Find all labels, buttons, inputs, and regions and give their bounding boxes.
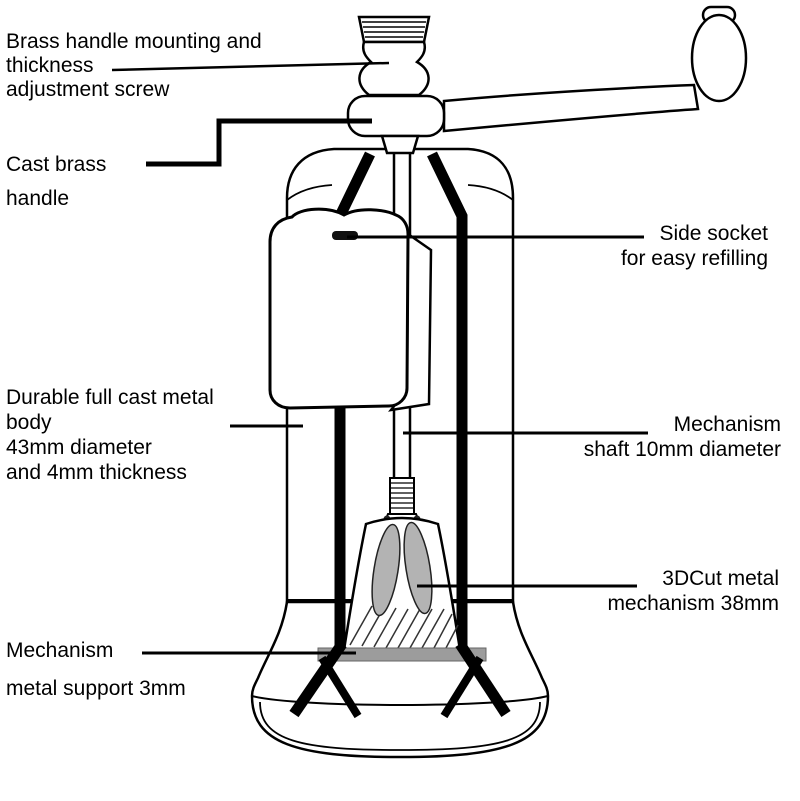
shoulder-seam-left	[286, 184, 333, 201]
adjustment-screw-cap	[357, 15, 431, 44]
label-mechanism: 3DCut metal mechanism 38mm	[607, 566, 779, 616]
label-metal-body: Durable full cast metal body 43mm diamet…	[6, 385, 214, 485]
label-line: and 4mm thickness	[6, 461, 187, 484]
handle-hub	[346, 94, 446, 138]
hub-neck	[380, 134, 420, 155]
label-line: body	[6, 411, 52, 434]
leg-left-cross	[318, 655, 362, 719]
crank-assembly	[346, 5, 748, 155]
crank-arm	[442, 83, 700, 133]
label-line: handle	[6, 187, 70, 210]
leader-cast-handle	[146, 118, 372, 167]
label-adjustment-screw: Brass handle mounting and thickness adju…	[6, 30, 262, 102]
base-rim-top	[251, 695, 549, 706]
mechanism-funnel	[342, 516, 462, 652]
base-rim-inner	[259, 701, 541, 751]
label-line: metal support 3mm	[6, 677, 186, 700]
burr-right	[403, 521, 433, 615]
leg-right	[455, 640, 511, 718]
strut-right	[427, 151, 468, 650]
label-line: shaft 10mm diameter	[583, 438, 781, 461]
burr-left	[371, 523, 401, 617]
label-line: thickness	[6, 54, 94, 77]
label-side-socket: Side socket for easy refilling	[621, 221, 768, 271]
side-socket-door	[268, 207, 433, 412]
label-line: mechanism 38mm	[607, 592, 779, 615]
screw-cap-ribs	[362, 21, 426, 38]
label-line: Side socket	[659, 222, 768, 245]
label-line: Brass handle mounting and	[6, 30, 262, 53]
crank-grip	[690, 13, 748, 103]
shoulder-seam-right	[467, 184, 514, 201]
label-support: Mechanism metal support 3mm	[6, 638, 186, 701]
leader-lines	[111, 61, 648, 655]
label-line: Mechanism	[673, 413, 781, 436]
leg-right-cross	[440, 655, 484, 719]
leg-left	[289, 640, 347, 718]
label-line: for easy refilling	[620, 247, 768, 270]
adjustment-knob	[358, 40, 430, 97]
base-legs	[289, 640, 511, 719]
label-line: Durable full cast metal	[6, 386, 214, 409]
label-line: adjustment screw	[6, 78, 170, 101]
mill-base	[250, 599, 550, 759]
label-shaft: Mechanism shaft 10mm diameter	[584, 412, 781, 462]
label-line: Mechanism	[6, 639, 114, 662]
leader-adjustment-screw	[111, 61, 390, 72]
label-line: 43mm diameter	[6, 436, 152, 459]
label-line: 3DCut metal	[662, 567, 779, 590]
label-cast-handle: Cast brass handle	[6, 148, 106, 216]
funnel-hatching	[349, 605, 459, 649]
label-line: Cast brass	[6, 153, 107, 176]
door-face	[268, 207, 410, 410]
thread-ribs	[391, 482, 413, 509]
grinding-mechanism	[317, 516, 487, 662]
